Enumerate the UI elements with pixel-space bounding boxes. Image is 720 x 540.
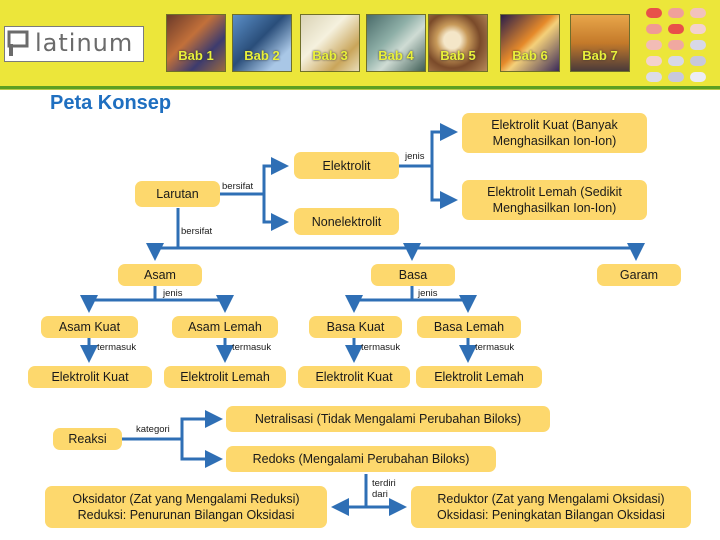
label-termasuk-3: termasuk — [361, 342, 401, 353]
label-bersifat-2: bersifat — [181, 226, 213, 237]
tab-bab-1[interactable]: Bab 1 — [166, 14, 226, 72]
decor-dot — [646, 8, 662, 18]
page-title: Peta Konsep — [50, 92, 172, 114]
node-elektrolit: Elektrolit — [294, 152, 399, 179]
decorative-dot-grid — [646, 8, 720, 84]
decor-dot — [646, 72, 662, 82]
header-divider-thin — [0, 89, 720, 90]
node-netralisasi: Netralisasi (Tidak Mengalami Perubahan B… — [226, 406, 550, 432]
node-garam: Garam — [597, 264, 681, 286]
label-terdiri: terdiri — [372, 478, 396, 489]
decor-dot — [668, 24, 684, 34]
node-reduktor: Reduktor (Zat yang Mengalami Oksidasi) O… — [411, 486, 691, 528]
decor-dot — [690, 72, 706, 82]
tab-label: Bab 7 — [582, 48, 618, 63]
label-termasuk-4: termasuk — [475, 342, 515, 353]
platinum-logo[interactable]: latinum — [4, 26, 144, 62]
node-oksidator: Oksidator (Zat yang Mengalami Reduksi) R… — [45, 486, 327, 528]
logo-mark-icon — [7, 30, 29, 56]
label-bersifat-1: bersifat — [222, 181, 254, 192]
edge-to-elektrolit-kuat — [430, 123, 458, 166]
decor-dot — [646, 56, 662, 66]
decor-dot — [668, 40, 684, 50]
tab-label: Bab 6 — [512, 48, 548, 63]
edge-to-nonelektrolit — [262, 194, 289, 231]
label-jenis-basa: jenis — [418, 288, 438, 299]
node-basa-kuat: Basa Kuat — [309, 316, 402, 338]
edge-to-netralisasi — [180, 410, 223, 439]
logo-text: latinum — [35, 29, 134, 57]
tab-label: Bab 5 — [440, 48, 476, 63]
node-elektrolit-kuat-1: Elektrolit Kuat — [28, 366, 152, 388]
tab-bab-3[interactable]: Bab 3 — [300, 14, 360, 72]
decor-dot — [668, 8, 684, 18]
decor-dot — [690, 8, 706, 18]
node-nonelektrolit: Nonelektrolit — [294, 208, 399, 235]
node-redoks: Redoks (Mengalami Perubahan Biloks) — [226, 446, 496, 472]
node-asam-lemah: Asam Lemah — [172, 316, 278, 338]
label-dari: dari — [372, 489, 388, 500]
node-elektrolit-kuat-banyak: Elektrolit Kuat (Banyak Menghasilkan Ion… — [462, 113, 647, 153]
edge-to-elektrolit-lemah — [430, 166, 458, 209]
tab-bab-2[interactable]: Bab 2 — [232, 14, 292, 72]
decor-dot — [690, 56, 706, 66]
tab-label: Bab 4 — [378, 48, 414, 63]
header-divider — [0, 86, 720, 89]
tab-bab-5[interactable]: Bab 5 — [428, 14, 488, 72]
tab-label: Bab 3 — [312, 48, 348, 63]
decor-dot — [646, 24, 662, 34]
decor-dot — [646, 40, 662, 50]
node-elektrolit-lemah-2: Elektrolit Lemah — [416, 366, 542, 388]
tab-bab-4[interactable]: Bab 4 — [366, 14, 426, 72]
node-basa: Basa — [371, 264, 455, 286]
label-jenis-asam: jenis — [163, 288, 183, 299]
node-larutan: Larutan — [135, 181, 220, 207]
tab-label: Bab 1 — [178, 48, 214, 63]
label-kategori: kategori — [136, 424, 170, 435]
tab-bab-6[interactable]: Bab 6 — [500, 14, 560, 72]
tab-bab-7[interactable]: Bab 7 — [570, 14, 630, 72]
node-elektrolit-kuat-2: Elektrolit Kuat — [298, 366, 410, 388]
label-jenis-elektrolit: jenis — [405, 151, 425, 162]
node-elektrolit-lemah-sedikit: Elektrolit Lemah (Sedikit Menghasilkan I… — [462, 180, 647, 220]
edge-to-redoks — [180, 439, 223, 468]
label-termasuk-1: termasuk — [97, 342, 137, 353]
node-basa-lemah: Basa Lemah — [417, 316, 521, 338]
node-asam: Asam — [118, 264, 202, 286]
node-reaksi: Reaksi — [53, 428, 122, 450]
decor-dot — [690, 24, 706, 34]
tab-label: Bab 2 — [244, 48, 280, 63]
edge-to-elektrolit — [262, 157, 289, 194]
node-asam-kuat: Asam Kuat — [41, 316, 138, 338]
decor-dot — [690, 40, 706, 50]
node-elektrolit-lemah-1: Elektrolit Lemah — [164, 366, 286, 388]
decor-dot — [668, 56, 684, 66]
label-termasuk-2: termasuk — [232, 342, 272, 353]
decor-dot — [668, 72, 684, 82]
